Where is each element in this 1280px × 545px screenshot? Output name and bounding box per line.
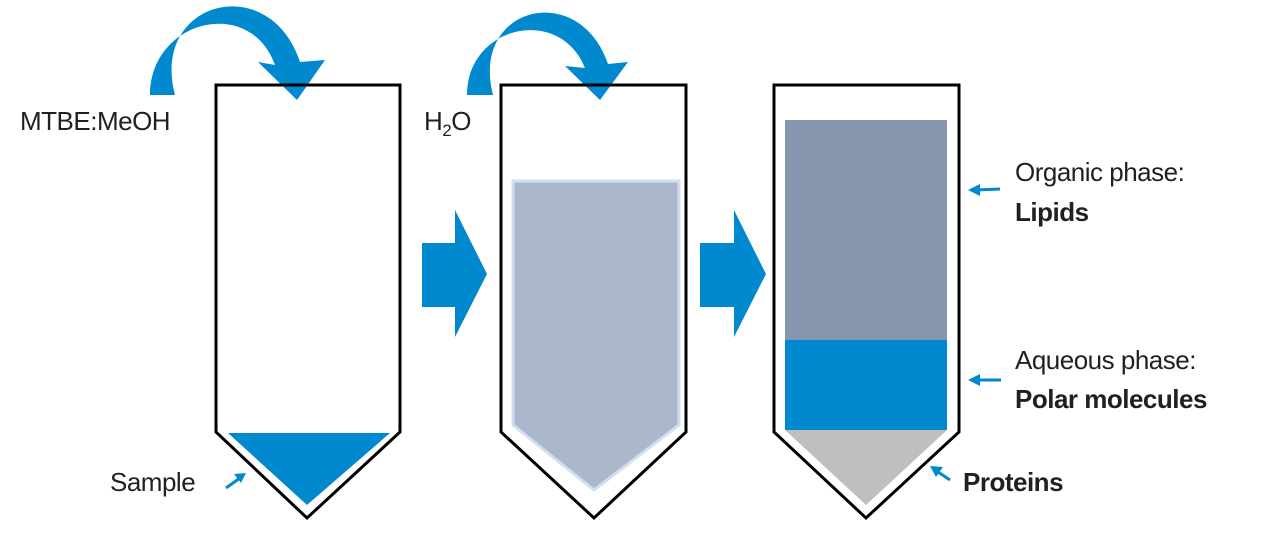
protein-pellet xyxy=(785,430,947,505)
water-o: O xyxy=(451,106,471,136)
pointer-arrow-icon xyxy=(225,473,246,490)
proteins-label: Proteins xyxy=(963,467,1064,497)
lipids-label: Lipids xyxy=(1015,197,1089,227)
mixture-fill xyxy=(511,179,681,492)
pointer-arrow-icon xyxy=(930,466,951,482)
organic-phase-layer xyxy=(785,120,947,340)
process-arrow-icon xyxy=(700,210,766,337)
process-arrow-icon xyxy=(422,210,487,337)
organic-phase-label: Organic phase: xyxy=(1015,157,1185,187)
sample-label: Sample xyxy=(110,467,196,497)
water-subscript: 2 xyxy=(442,121,452,141)
solvent-label: MTBE:MeOH xyxy=(20,106,171,136)
pointer-arrow-icon xyxy=(968,184,1001,196)
sample-fill xyxy=(228,433,390,505)
curved-arrow-icon xyxy=(150,6,325,101)
aqueous-phase-layer xyxy=(785,340,947,430)
polar-molecules-label: Polar molecules xyxy=(1015,384,1207,414)
tube-sample xyxy=(214,83,402,521)
curved-arrow-icon xyxy=(467,12,628,100)
water-h: H xyxy=(424,106,443,136)
pointer-arrow-icon xyxy=(968,374,1001,386)
tube-mixture xyxy=(499,83,688,521)
tube-separated xyxy=(772,83,961,521)
water-label: H2O xyxy=(424,106,471,141)
aqueous-phase-label: Aqueous phase: xyxy=(1015,345,1196,375)
